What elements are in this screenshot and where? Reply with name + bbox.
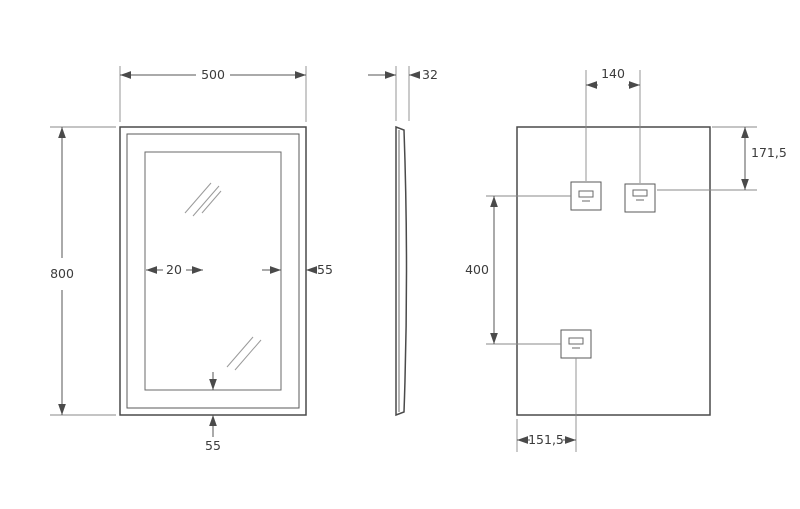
dim-label-front-width: 500: [201, 67, 225, 82]
dimension-side-depth: 32: [368, 66, 438, 121]
dim-label-side-depth: 32: [422, 67, 438, 82]
dimension-back-top-offset: 171,5: [657, 126, 787, 191]
glass-reflection-marks-bottom: [226, 336, 262, 371]
dim-label-front-right-frame: 55: [317, 262, 333, 277]
glass-reflection-marks-top: [184, 182, 222, 217]
keyhole-slot-icon: [578, 190, 594, 198]
dim-label-back-bottom-offset: 151,5: [528, 432, 564, 447]
keyhole-slot-icon: [568, 337, 584, 345]
front-view: 500 800 20 55 55: [50, 66, 333, 453]
dim-label-back-vertical-spacing: 400: [465, 262, 489, 277]
side-view: 32: [368, 66, 438, 417]
dimension-front-right-frame: 55: [262, 262, 333, 277]
dimension-front-height: 800: [50, 126, 116, 416]
dim-label-front-height: 800: [50, 266, 74, 281]
keyhole-slot-icon: [632, 189, 648, 197]
dimension-back-bottom-offset: 151,5: [516, 358, 577, 452]
dim-label-front-inner-offset: 20: [166, 262, 182, 277]
mirror-side-profile: [395, 125, 408, 417]
mirror-back-panel: [516, 126, 711, 416]
mounting-bracket-top-left: [570, 181, 602, 211]
dimension-back-bracket-spacing: 140: [585, 66, 641, 183]
mounting-bracket-top-right: [624, 183, 656, 213]
back-view: 140 171,5 400 151,5: [465, 66, 787, 452]
mounting-bracket-bottom: [560, 329, 592, 359]
dim-label-back-bracket-spacing: 140: [601, 66, 625, 81]
dimension-front-bottom-frame: 55: [205, 372, 221, 453]
dimension-front-width: 500: [119, 66, 307, 122]
dim-label-front-bottom-frame: 55: [205, 438, 221, 453]
mirror-inner-frame: [126, 133, 300, 409]
dimension-front-inner-offset: 20: [146, 262, 203, 277]
dim-label-back-top-offset: 171,5: [751, 145, 787, 160]
dimension-back-vertical-spacing: 400: [465, 195, 571, 345]
mirror-outer-frame: [119, 126, 307, 416]
